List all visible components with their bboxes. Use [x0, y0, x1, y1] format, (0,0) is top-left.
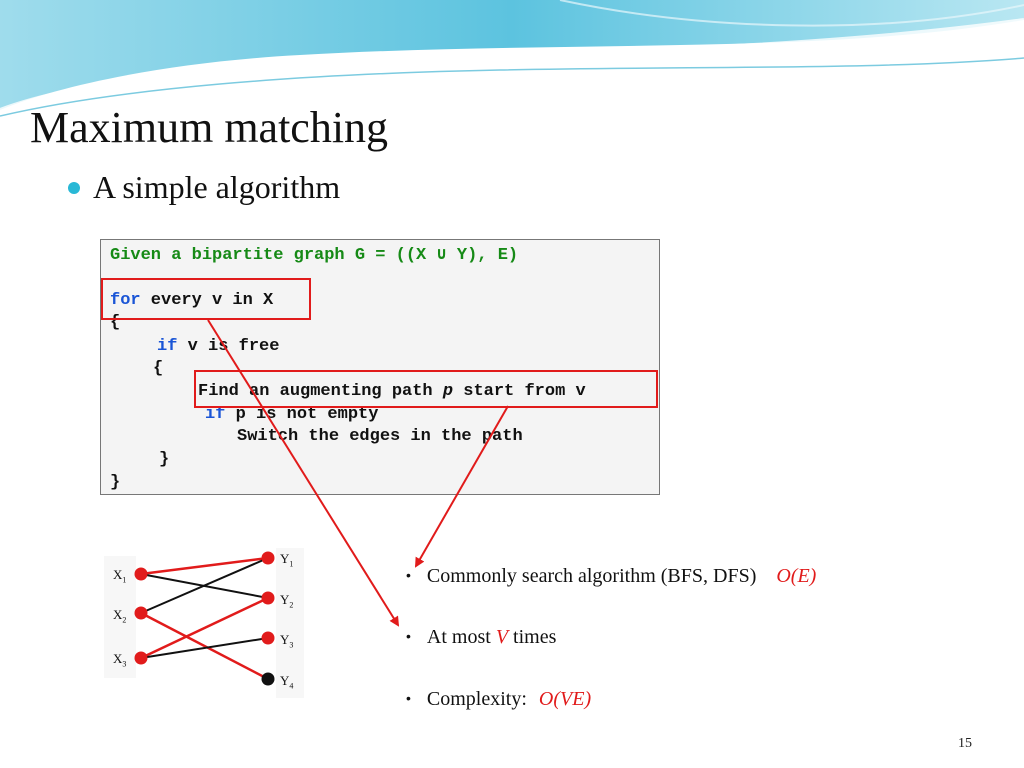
node-y1	[261, 551, 275, 565]
node-label-x1: X1	[113, 567, 127, 585]
page-number: 15	[958, 736, 972, 751]
code-keyword-if: if	[157, 337, 178, 356]
edge-x2-y4	[140, 611, 269, 681]
code-keyword-if2: if	[205, 405, 226, 424]
node-y3	[261, 631, 275, 645]
code-for-line: for every v in X	[110, 290, 273, 312]
code-find-post: start from v	[453, 382, 586, 401]
node-label-x2: X2	[113, 607, 127, 625]
highlight-box-find-path	[194, 370, 658, 408]
code-for-rest: every v in X	[140, 291, 274, 310]
code-find-p: p	[442, 382, 454, 401]
node-y4	[261, 672, 275, 686]
edge-x3-y2	[140, 596, 269, 660]
bullet-at-most-v: •At most V times	[406, 626, 557, 648]
code-if-rest: v is free	[177, 337, 280, 356]
slide-subtitle: A simple algorithm	[93, 169, 341, 205]
code-if2-rest: p is not empty	[225, 405, 379, 424]
node-label-y1: Y1	[280, 551, 294, 569]
code-switch-line: Switch the edges in the path	[237, 427, 523, 446]
header-wave-decoration	[0, 0, 1024, 117]
edge-x2-y1	[140, 557, 269, 614]
arrow-for-to-at-most-v	[207, 319, 400, 627]
node-x1	[134, 567, 148, 581]
graph-left-label-bg	[104, 556, 136, 678]
node-x2	[134, 606, 148, 620]
edge-x3-y3	[140, 637, 269, 659]
bullet-dot-icon	[68, 182, 80, 194]
code-if2-line: if p is not empty	[205, 404, 378, 426]
highlight-box-for-loop	[101, 278, 311, 320]
node-label-y2: Y2	[280, 592, 294, 610]
edge-x1-y1	[140, 556, 269, 576]
node-label-x3: X3	[113, 651, 127, 669]
bullet-overall-complexity: •Complexity:O(VE)	[406, 688, 592, 710]
code-open-brace: {	[110, 313, 121, 332]
code-inner-close-brace: }	[159, 450, 170, 469]
node-x3	[134, 651, 148, 665]
code-header-line: Given a bipartite graph G = ((X ∪ Y), E)	[110, 246, 519, 265]
code-box: Given a bipartite graph G = ((X ∪ Y), E)…	[100, 239, 660, 495]
code-if-line: if v is free	[157, 336, 279, 358]
code-find-pre: Find an augmenting path	[198, 382, 443, 401]
bullet-search-complexity: •Commonly search algorithm (BFS, DFS)O(E…	[406, 565, 817, 587]
arrow-find-path-to-search	[415, 405, 509, 568]
slide-title: Maximum matching	[30, 103, 389, 152]
node-label-y4: Y4	[280, 673, 294, 691]
node-label-y3: Y3	[280, 632, 294, 650]
node-y2	[261, 591, 275, 605]
graph-right-label-bg	[276, 548, 304, 698]
code-find-line: Find an augmenting path p start from v	[198, 381, 586, 403]
code-keyword-for: for	[110, 291, 141, 310]
code-close-brace: }	[110, 473, 121, 492]
code-inner-open-brace: {	[153, 359, 164, 378]
